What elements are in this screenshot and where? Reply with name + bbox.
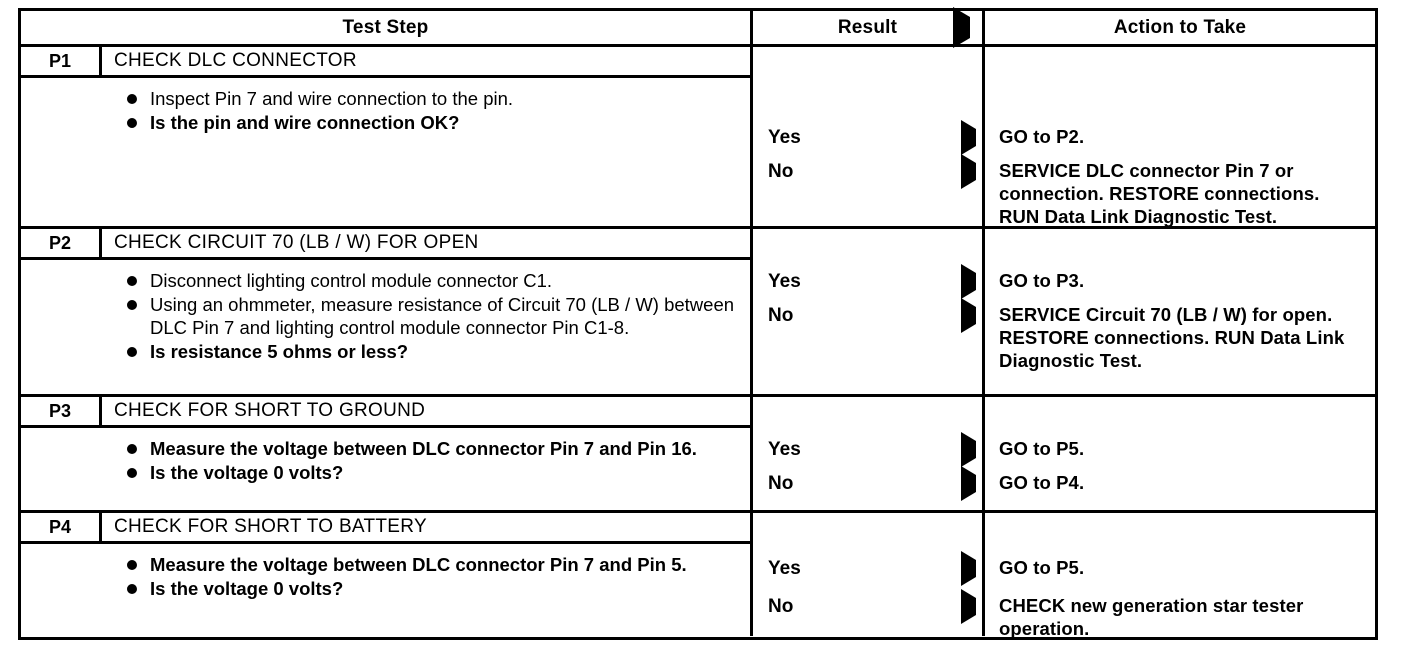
triangle-right-icon bbox=[961, 298, 976, 333]
test-step-block: P2 CHECK CIRCUIT 70 (LB / W) FOR OPEN Di… bbox=[21, 229, 750, 394]
action-text: GO to P4. bbox=[999, 472, 1085, 493]
triangle-right-icon bbox=[961, 432, 976, 467]
triangle-right-icon bbox=[961, 589, 976, 624]
column-header-test-step: Test Step bbox=[342, 16, 429, 38]
triangle-right-icon bbox=[961, 120, 976, 155]
list-item: Measure the voltage between DLC connecto… bbox=[102, 553, 742, 576]
test-step-block: P4 CHECK FOR SHORT TO BATTERY Measure th… bbox=[21, 513, 750, 636]
test-step-bullet-list: Inspect Pin 7 and wire connection to the… bbox=[102, 78, 750, 226]
bullet-dot-icon bbox=[127, 94, 137, 104]
action-text: GO to P5. bbox=[999, 557, 1085, 578]
result-column: Yes No bbox=[750, 229, 982, 394]
triangle-right-icon bbox=[961, 264, 976, 299]
column-header-action-to-take: Action to Take bbox=[982, 11, 1375, 44]
result-label: No bbox=[768, 596, 794, 617]
diagnostic-table: Test Step Result Action to Take P1 CHECK… bbox=[18, 6, 1378, 640]
list-item-text: Disconnect lighting control module conne… bbox=[150, 270, 553, 291]
list-item: Is the voltage 0 volts? bbox=[102, 577, 742, 600]
table-header-row: Test Step Result Action to Take bbox=[21, 6, 1375, 48]
bullet-dot-icon bbox=[127, 584, 137, 594]
result-column: Yes No bbox=[750, 47, 982, 226]
list-item-text: Inspect Pin 7 and wire connection to the… bbox=[150, 88, 514, 109]
action-text: GO to P5. bbox=[999, 438, 1085, 459]
bullet-dot-icon bbox=[127, 468, 137, 478]
action-text: GO to P2. bbox=[999, 126, 1085, 147]
action-text: GO to P3. bbox=[999, 270, 1085, 291]
table-row: P4 CHECK FOR SHORT TO BATTERY Measure th… bbox=[21, 513, 1375, 639]
step-id: P1 bbox=[21, 47, 102, 75]
result-entry: Yes bbox=[753, 264, 982, 299]
list-item-text: Using an ohmmeter, measure resistance of… bbox=[150, 294, 735, 338]
bullet-dot-icon bbox=[127, 347, 137, 357]
result-label: No bbox=[768, 305, 794, 326]
action-column: GO to P5. CHECK new generation star test… bbox=[982, 513, 1375, 639]
step-id: P2 bbox=[21, 229, 102, 257]
list-item: Measure the voltage between DLC connecto… bbox=[102, 437, 742, 460]
bullet-dot-icon bbox=[127, 118, 137, 128]
list-item: Is the voltage 0 volts? bbox=[102, 461, 742, 484]
result-label: Yes bbox=[768, 558, 801, 579]
triangle-right-icon bbox=[953, 6, 970, 48]
action-text: CHECK new generation star tester operati… bbox=[999, 595, 1304, 639]
step-title: CHECK FOR SHORT TO BATTERY bbox=[114, 516, 427, 537]
test-step-sub-header: P3 CHECK FOR SHORT TO GROUND bbox=[21, 397, 750, 428]
column-header-result-label: Result bbox=[837, 16, 898, 38]
table-row: P1 CHECK DLC CONNECTOR Inspect Pin 7 and… bbox=[21, 47, 1375, 229]
list-item: Using an ohmmeter, measure resistance of… bbox=[102, 293, 742, 339]
bullet-dot-icon bbox=[127, 444, 137, 454]
result-entry: No bbox=[753, 154, 982, 189]
triangle-right-icon bbox=[961, 466, 976, 501]
list-item-text: Measure the voltage between DLC connecto… bbox=[150, 438, 697, 459]
list-item-text: Is the voltage 0 volts? bbox=[150, 578, 344, 599]
step-id: P4 bbox=[21, 513, 102, 541]
bullet-dot-icon bbox=[127, 560, 137, 570]
result-entry: Yes bbox=[753, 432, 982, 467]
list-item: Disconnect lighting control module conne… bbox=[102, 269, 742, 292]
step-title: CHECK DLC CONNECTOR bbox=[114, 50, 357, 71]
bullet-dot-icon bbox=[127, 300, 137, 310]
list-item-text: Is the pin and wire connection OK? bbox=[150, 112, 460, 133]
list-item: Inspect Pin 7 and wire connection to the… bbox=[102, 87, 742, 110]
action-text: SERVICE Circuit 70 (LB / W) for open. RE… bbox=[999, 304, 1345, 371]
test-step-block: P1 CHECK DLC CONNECTOR Inspect Pin 7 and… bbox=[21, 47, 750, 226]
test-step-sub-header: P1 CHECK DLC CONNECTOR bbox=[21, 47, 750, 78]
table-row: P2 CHECK CIRCUIT 70 (LB / W) FOR OPEN Di… bbox=[21, 229, 1375, 397]
action-column: GO to P3. SERVICE Circuit 70 (LB / W) fo… bbox=[982, 229, 1375, 394]
triangle-right-icon bbox=[961, 154, 976, 189]
column-header-result: Result bbox=[750, 6, 982, 48]
result-label: No bbox=[768, 473, 794, 494]
test-step-sub-header: P2 CHECK CIRCUIT 70 (LB / W) FOR OPEN bbox=[21, 229, 750, 260]
triangle-right-icon bbox=[961, 551, 976, 586]
action-text: SERVICE DLC connector Pin 7 or connectio… bbox=[999, 160, 1320, 227]
step-id: P3 bbox=[21, 397, 102, 425]
list-item: Is the pin and wire connection OK? bbox=[102, 111, 742, 134]
result-label: Yes bbox=[768, 127, 801, 148]
test-step-bullet-list: Disconnect lighting control module conne… bbox=[102, 260, 750, 394]
result-column: Yes No bbox=[750, 397, 982, 510]
result-entry: No bbox=[753, 298, 982, 333]
result-entry: No bbox=[753, 466, 982, 501]
action-column: GO to P5. GO to P4. bbox=[982, 397, 1375, 510]
test-step-block: P3 CHECK FOR SHORT TO GROUND Measure the… bbox=[21, 397, 750, 510]
bullet-dot-icon bbox=[127, 276, 137, 286]
list-item: Is resistance 5 ohms or less? bbox=[102, 340, 742, 363]
result-entry: Yes bbox=[753, 120, 982, 155]
test-step-bullet-list: Measure the voltage between DLC connecto… bbox=[102, 428, 750, 510]
result-label: No bbox=[768, 161, 794, 182]
action-column: GO to P2. SERVICE DLC connector Pin 7 or… bbox=[982, 47, 1375, 227]
test-step-sub-header: P4 CHECK FOR SHORT TO BATTERY bbox=[21, 513, 750, 544]
result-column: Yes No bbox=[750, 513, 982, 636]
step-title: CHECK CIRCUIT 70 (LB / W) FOR OPEN bbox=[114, 232, 479, 253]
test-step-bullet-list: Measure the voltage between DLC connecto… bbox=[102, 544, 750, 636]
result-label: Yes bbox=[768, 271, 801, 292]
list-item-text: Measure the voltage between DLC connecto… bbox=[150, 554, 687, 575]
result-entry: No bbox=[753, 589, 982, 624]
table-row: P3 CHECK FOR SHORT TO GROUND Measure the… bbox=[21, 397, 1375, 513]
list-item-text: Is the voltage 0 volts? bbox=[150, 462, 344, 483]
list-item-text: Is resistance 5 ohms or less? bbox=[150, 341, 409, 362]
step-title: CHECK FOR SHORT TO GROUND bbox=[114, 400, 426, 421]
result-label: Yes bbox=[768, 439, 801, 460]
result-entry: Yes bbox=[753, 551, 982, 586]
